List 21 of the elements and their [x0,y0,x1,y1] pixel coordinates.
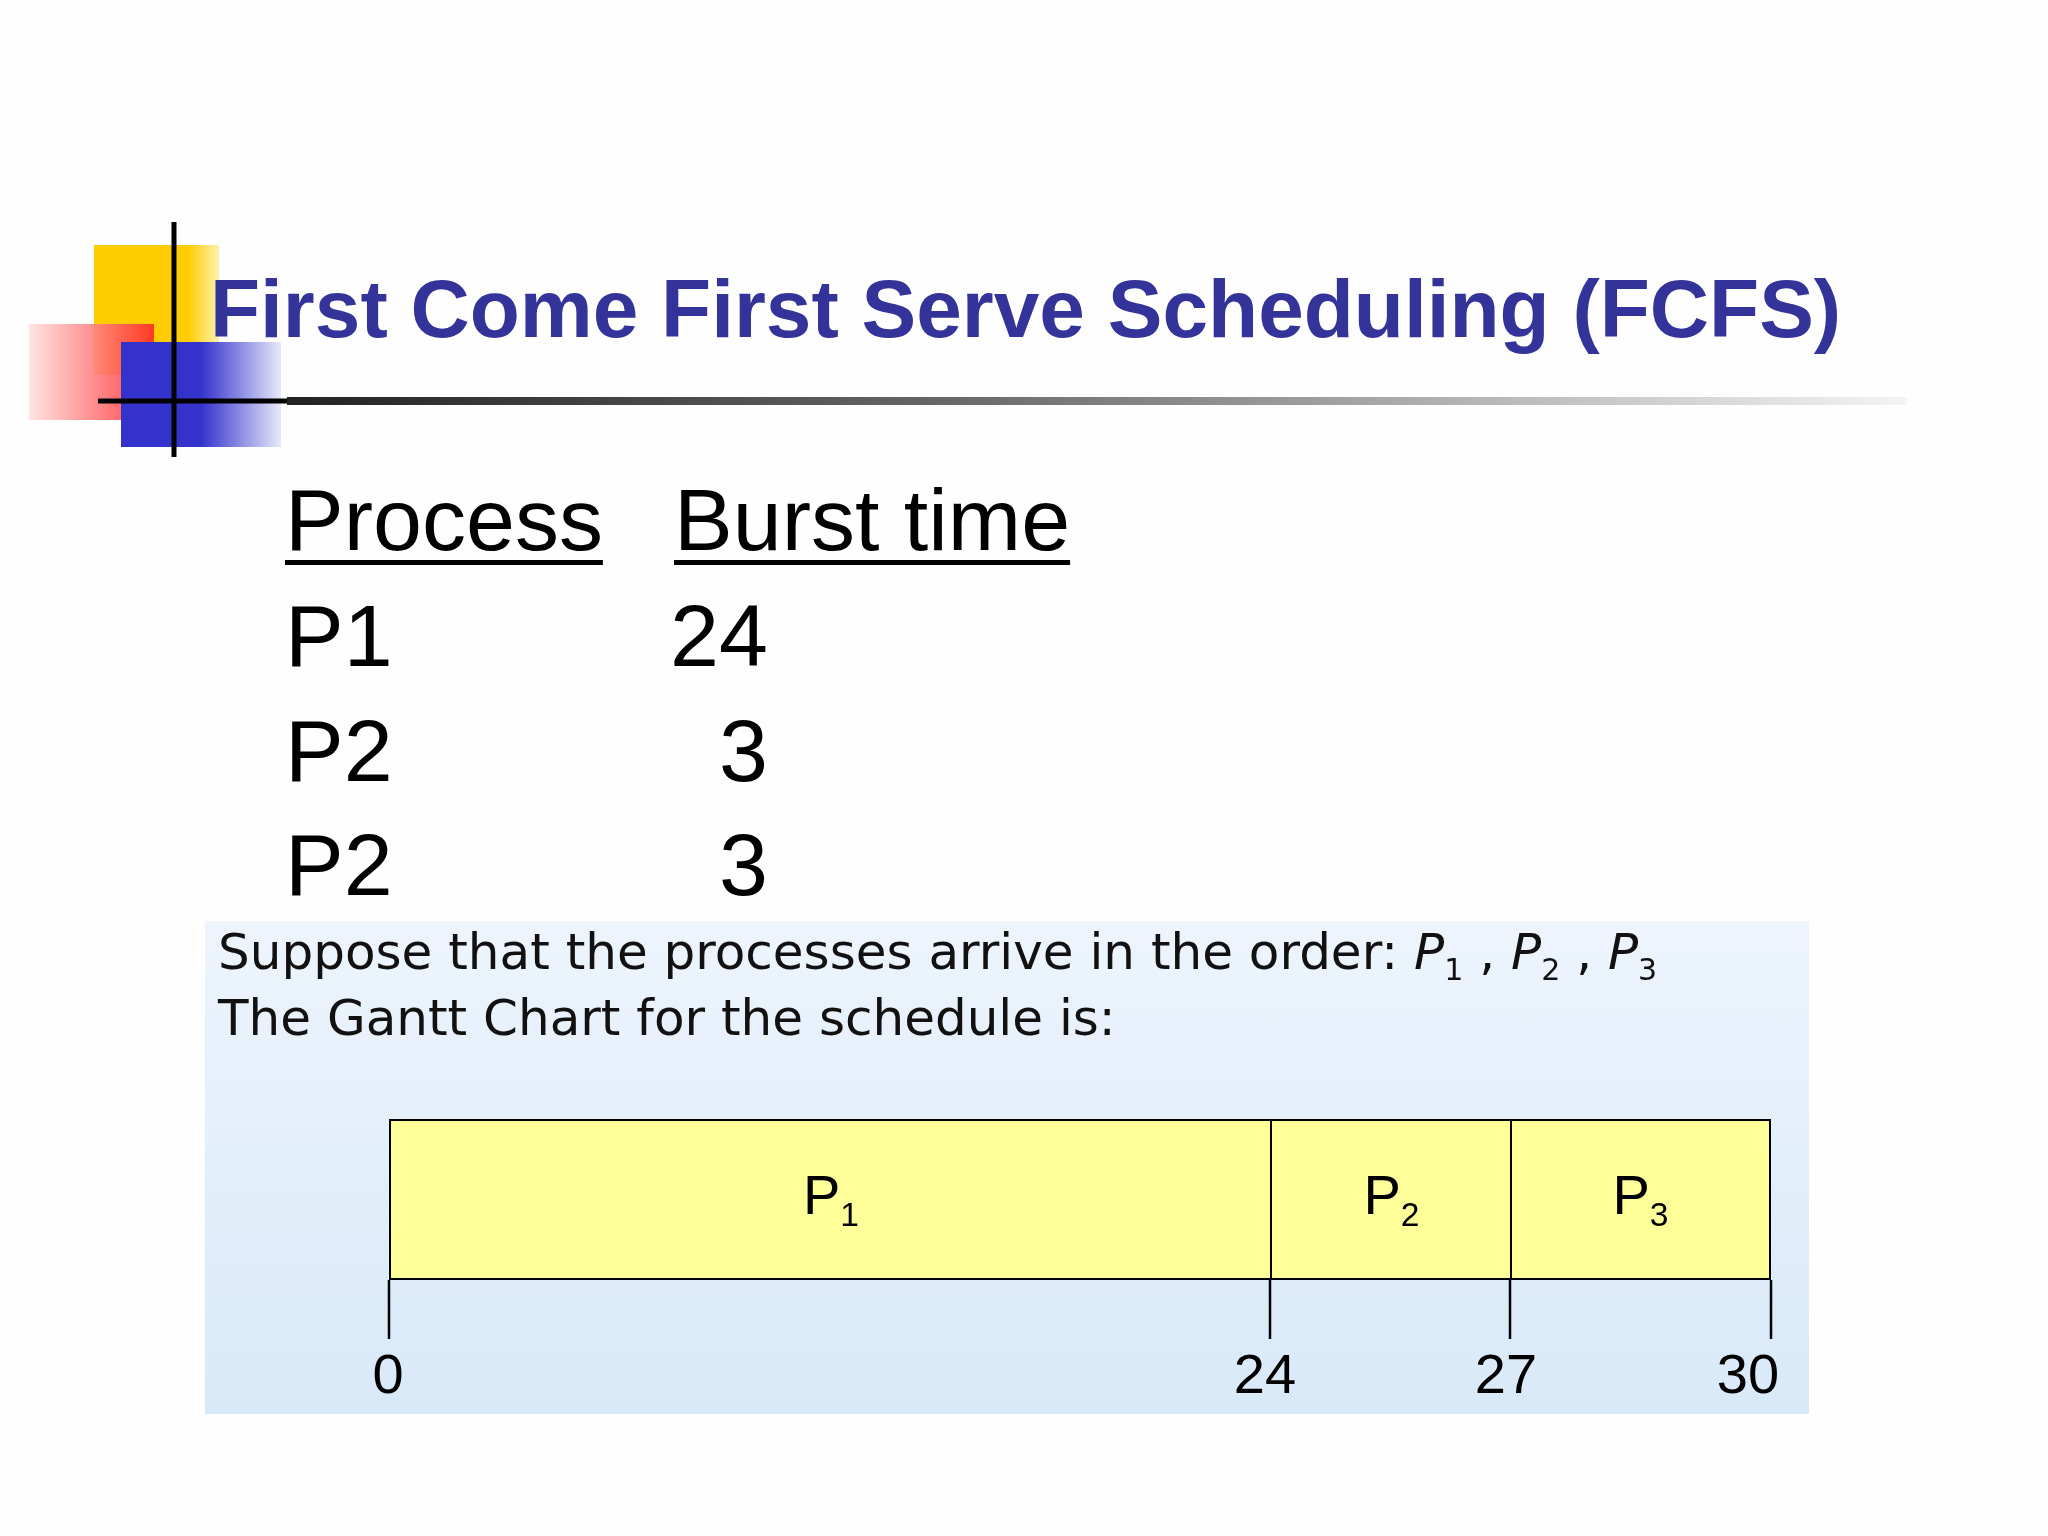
info-panel [205,921,1809,1414]
process-label: P$_{1}$ [802,1167,859,1232]
intro-text: The Gantt Chart for the schedule is: [218,988,1116,1049]
gantt-bar [389,1119,1273,1280]
process-name: P1 [285,592,393,680]
process-name: P2 [285,707,393,795]
burst-time-value: 3 [719,707,768,795]
gantt-bar [1270,1119,1513,1280]
tick-label: 0 [372,1346,404,1402]
tick-label: 24 [1233,1346,1297,1402]
burst-time-value: 24 [670,592,768,680]
column-header: Process [285,476,603,564]
tick-label: 27 [1474,1346,1538,1402]
column-header: Burst time [674,476,1071,564]
process-label: P$_{2}$ [1363,1167,1420,1232]
burst-time-value: 3 [719,821,768,909]
tick-label: 30 [1716,1346,1780,1402]
intro-text: Suppose that the processes arrive in the order: P$_{1}$ , P$_{2}$ , P$_{3}$ [218,922,1658,989]
process-name: P2 [285,821,393,909]
gantt-bar [1510,1119,1771,1280]
process-label: P$_{3}$ [1612,1167,1669,1232]
